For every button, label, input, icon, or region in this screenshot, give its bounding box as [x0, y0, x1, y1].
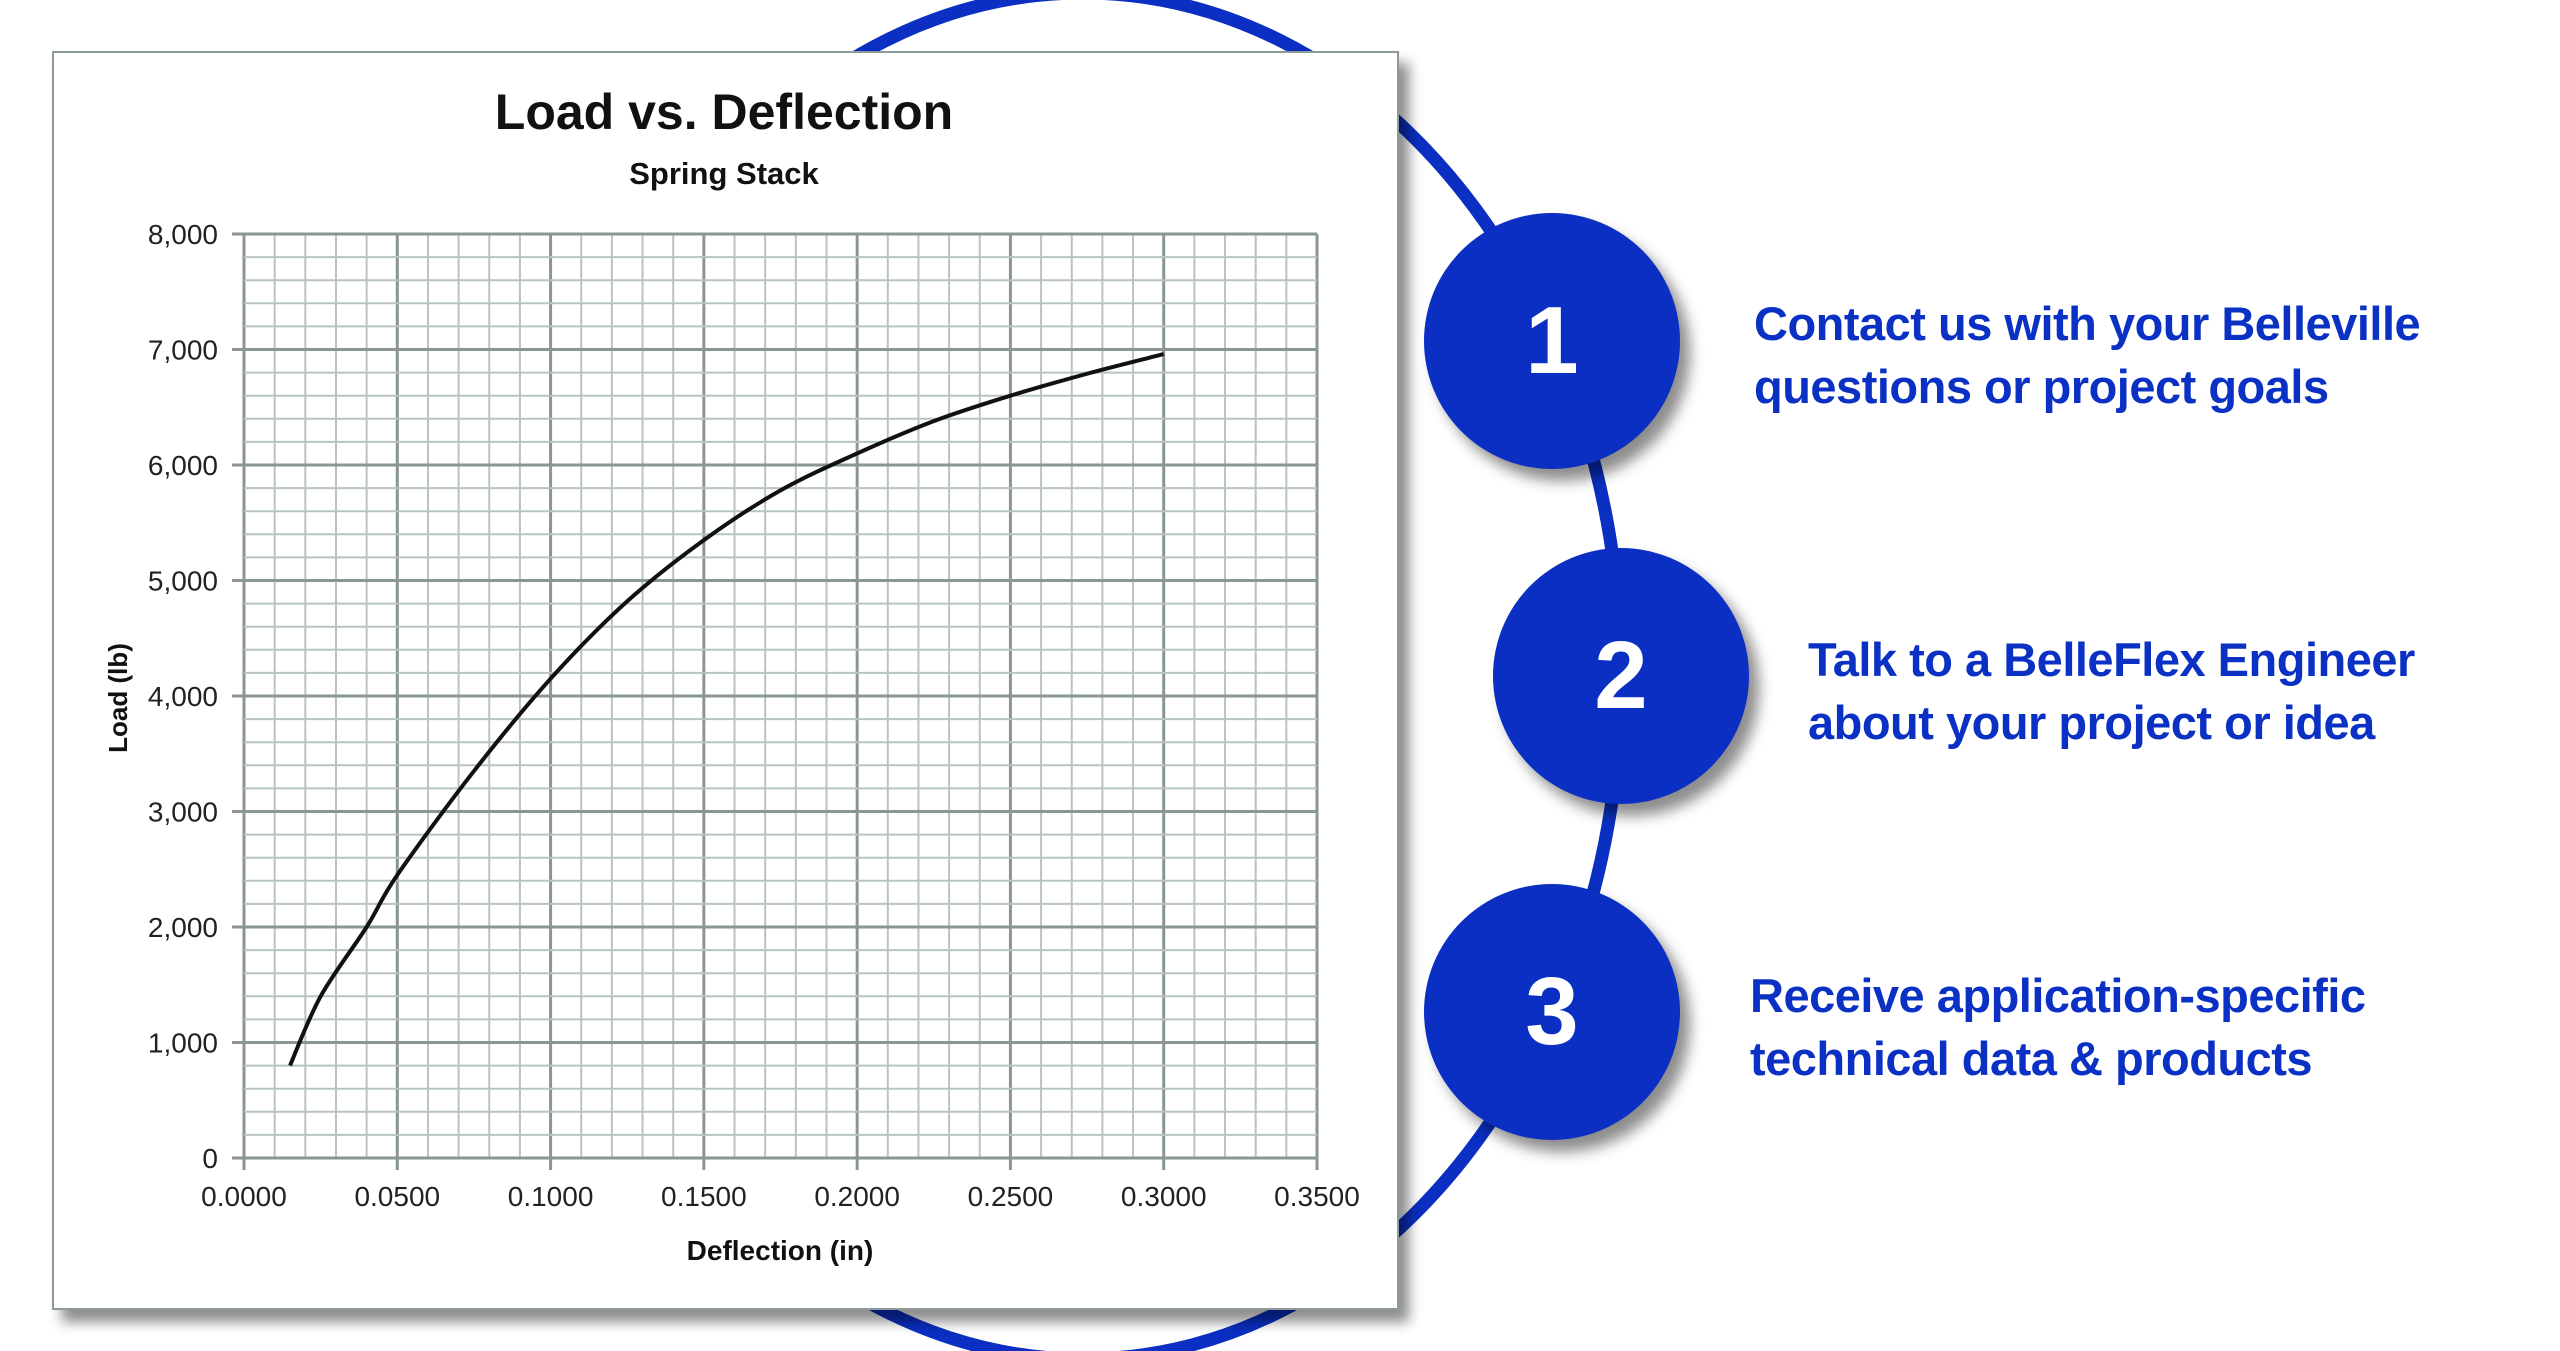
load-deflection-chart: 0 1,000 2,000 3,000 4,000 5,000 6,000 7,000 8,00… [103, 84, 1360, 1266]
y-tick-label: 4,000 [148, 681, 218, 712]
x-tick-label: 0.3500 [1274, 1181, 1360, 1212]
step-3-line1: Receive application-specific [1750, 969, 2366, 1022]
y-tick-label: 8,000 [148, 219, 218, 250]
step-1-number: 1 [1525, 287, 1579, 394]
step-3-line2: technical data & products [1750, 1032, 2313, 1085]
y-tick-label: 6,000 [148, 450, 218, 481]
step-1-text: Contact us with your Belleville question… [1754, 292, 2421, 418]
x-tick-label: 0.1500 [661, 1181, 747, 1212]
y-tick-label: 2,000 [148, 912, 218, 943]
step-2-circle: 2 [1493, 548, 1749, 804]
x-axis-label: Deflection (in) [687, 1235, 874, 1266]
chart-subtitle: Spring Stack [629, 156, 819, 191]
step-1-circle: 1 [1424, 213, 1680, 469]
step-2-line2: about your project or idea [1808, 696, 2375, 749]
step-1-line1: Contact us with your Belleville [1754, 297, 2421, 350]
step-3-text: Receive application-specific technical d… [1750, 964, 2366, 1090]
step-2-number: 2 [1594, 622, 1648, 729]
step-2-text: Talk to a BelleFlex Engineer about your … [1808, 628, 2415, 754]
chart-panel: 0 1,000 2,000 3,000 4,000 5,000 6,000 7,000 8,00… [52, 51, 1399, 1310]
x-tick-label: 0.3000 [1121, 1181, 1207, 1212]
x-tick-label: 0.2500 [968, 1181, 1054, 1212]
x-tick-label: 0.2000 [814, 1181, 900, 1212]
y-tick-label: 3,000 [148, 797, 218, 828]
step-3-circle: 3 [1424, 884, 1680, 1140]
x-tick-label: 0.0500 [354, 1181, 440, 1212]
y-axis-label: Load (lb) [103, 643, 133, 753]
x-tick-label: 0.1000 [508, 1181, 594, 1212]
y-tick-label: 7,000 [148, 335, 218, 366]
step-1-line2: questions or project goals [1754, 360, 2329, 413]
y-tick-label: 1,000 [148, 1028, 218, 1059]
y-tick-label: 0 [202, 1143, 218, 1174]
step-3-number: 3 [1525, 958, 1579, 1065]
x-tick-label: 0.0000 [201, 1181, 287, 1212]
y-tick-label: 5,000 [148, 566, 218, 597]
series-line-0 [288, 352, 1165, 1067]
chart-title: Load vs. Deflection [495, 84, 953, 140]
step-2-line1: Talk to a BelleFlex Engineer [1808, 633, 2415, 686]
